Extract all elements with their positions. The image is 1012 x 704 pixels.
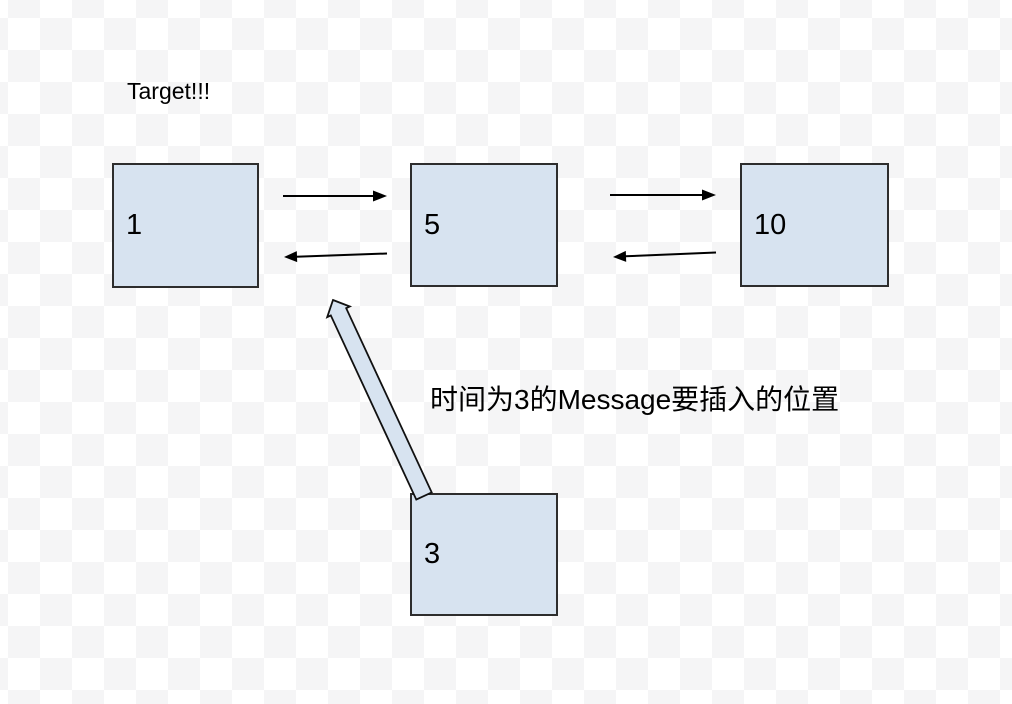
diagram-title: Target!!! (127, 78, 211, 104)
node-label: 5 (424, 208, 441, 241)
insert-position-annotation: 时间为3的Message要插入的位置 (430, 384, 840, 415)
node-label: 3 (424, 538, 441, 570)
edge-10-to-5-arrow-icon (613, 250, 717, 262)
insert-position-arrow-icon (325, 298, 433, 501)
node-box-10: 10 (740, 163, 889, 287)
edge-5-to-10-arrow-icon (610, 189, 716, 201)
edge-5-to-1-arrow-icon (284, 251, 388, 263)
node-box-3: 3 (410, 493, 558, 616)
edge-1-to-5-arrow-icon (283, 190, 387, 202)
node-box-5: 5 (410, 163, 558, 287)
node-label: 10 (754, 208, 787, 241)
node-box-1: 1 (112, 163, 259, 288)
node-label: 1 (126, 209, 143, 241)
